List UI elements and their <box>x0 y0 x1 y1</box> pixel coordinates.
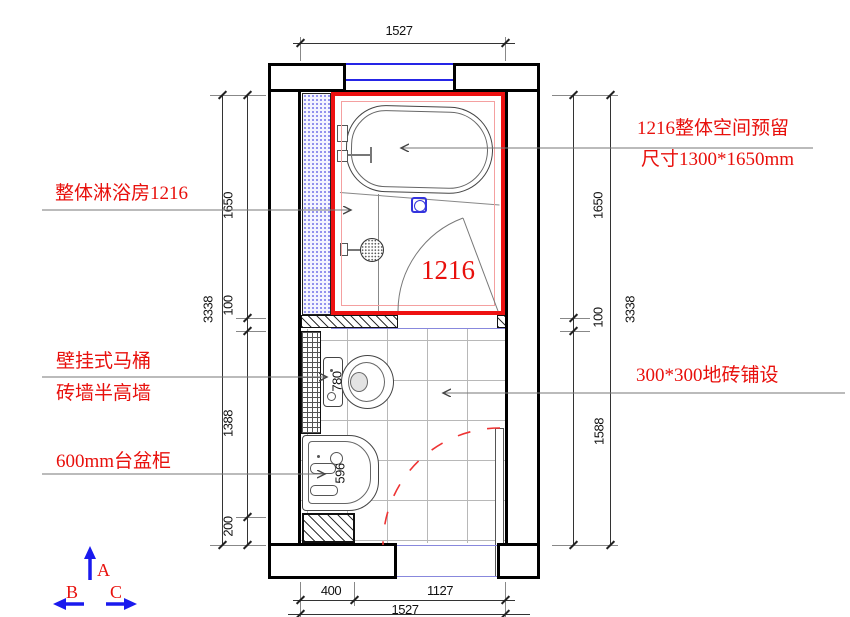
compass-arrow-right-head <box>124 598 137 610</box>
wall-top-right <box>453 63 540 92</box>
low-wall-hatch <box>301 315 398 328</box>
dim-line-bottom-1 <box>293 600 515 601</box>
shower-room-outline <box>331 92 505 315</box>
tub-faucet-handle <box>337 150 348 162</box>
threshold-line-bottom <box>397 576 497 577</box>
ext-line <box>552 95 618 96</box>
basin-width-label: 596 <box>332 463 348 484</box>
tub-faucet-spout <box>348 154 372 156</box>
dim-line-bottom-2 <box>288 614 530 615</box>
shower-head-icon <box>360 238 384 262</box>
callout-reserve-line1: 1216整体空间预留 <box>637 118 790 139</box>
window-sill <box>346 90 453 92</box>
shower-edge-line <box>331 328 505 329</box>
window-line-outer <box>346 63 453 65</box>
floor-drain-circle <box>414 200 426 212</box>
tub-faucet-bar <box>370 147 372 163</box>
callout-toilet-line2: 砖墙半高墙 <box>56 383 152 404</box>
toilet-detail-circle <box>327 392 336 401</box>
wall-left <box>268 63 301 579</box>
dim-line-top <box>293 43 515 44</box>
threshold-line-top <box>397 545 497 546</box>
callout-shower-room: 整体淋浴房1216 <box>55 183 189 204</box>
ext-line <box>300 37 301 61</box>
wall-bottom <box>268 543 397 579</box>
dim-right-seg3: 1588 <box>591 418 607 445</box>
compass-arrow-left-head <box>53 598 66 610</box>
shower-arm <box>348 249 361 251</box>
dim-line-right-outer <box>610 95 611 545</box>
ext-line <box>552 545 618 546</box>
dim-top-total: 1527 <box>385 23 413 38</box>
dim-bottom-seg2: 1127 <box>427 583 453 598</box>
toilet-detail-dot <box>330 369 333 372</box>
dim-line-left-outer <box>222 95 223 545</box>
callout-reserve-line2: 尺寸1300*1650mm <box>641 149 795 170</box>
tiled-half-wall <box>301 331 321 434</box>
ext-line <box>210 545 266 546</box>
ext-line <box>560 318 590 319</box>
dim-bottom-seg1: 400 <box>320 583 342 598</box>
basin-dot <box>317 455 320 458</box>
callout-floor-tile: 300*300地砖铺设 <box>636 365 779 386</box>
dim-left-total: 3338 <box>200 296 216 323</box>
window-line-inner <box>346 79 453 81</box>
dim-left-seg1: 1650 <box>220 192 236 219</box>
compass-arrow-up-head <box>84 546 96 559</box>
dim-bottom-total: 1527 <box>391 602 419 617</box>
basin-handle-2 <box>310 485 338 496</box>
dim-line-right-inner <box>573 95 574 545</box>
compass-label-up: A <box>97 560 110 580</box>
ext-line <box>236 318 266 319</box>
compass-label-left: B <box>66 582 79 602</box>
dim-right-total: 3338 <box>622 296 638 323</box>
dim-left-seg4: 200 <box>220 516 236 537</box>
tub-faucet-body <box>337 125 348 142</box>
wall-right <box>505 63 540 579</box>
shower-room-number: 1216 <box>421 255 475 285</box>
ext-line <box>236 517 266 518</box>
dim-line-left-inner <box>247 95 248 545</box>
callout-toilet-line1: 壁挂式马桶 <box>56 351 152 372</box>
callout-basin: 600mm台盆柜 <box>56 451 172 472</box>
dim-left-seg2: 100 <box>220 295 236 316</box>
compass-label-right: C <box>110 582 123 602</box>
ext-line <box>354 582 355 606</box>
ext-line <box>505 37 506 61</box>
toilet-flush <box>350 372 368 392</box>
basin-wall-block <box>302 513 355 543</box>
basin-faucet-circle <box>330 452 343 465</box>
wall-top-left <box>268 63 346 92</box>
dim-right-seg2: 100 <box>590 307 606 328</box>
toilet-width-label: 780 <box>329 371 345 392</box>
dim-right-seg1: 1650 <box>590 192 606 219</box>
ext-line <box>560 331 590 332</box>
ext-line <box>236 331 266 332</box>
wall-bottom-right <box>497 543 540 579</box>
floor-drain-icon <box>411 197 427 213</box>
ext-line <box>210 95 266 96</box>
dim-left-seg3: 1388 <box>220 410 236 437</box>
shower-arm-mount <box>340 243 348 256</box>
shower-wall-panel <box>302 93 331 315</box>
